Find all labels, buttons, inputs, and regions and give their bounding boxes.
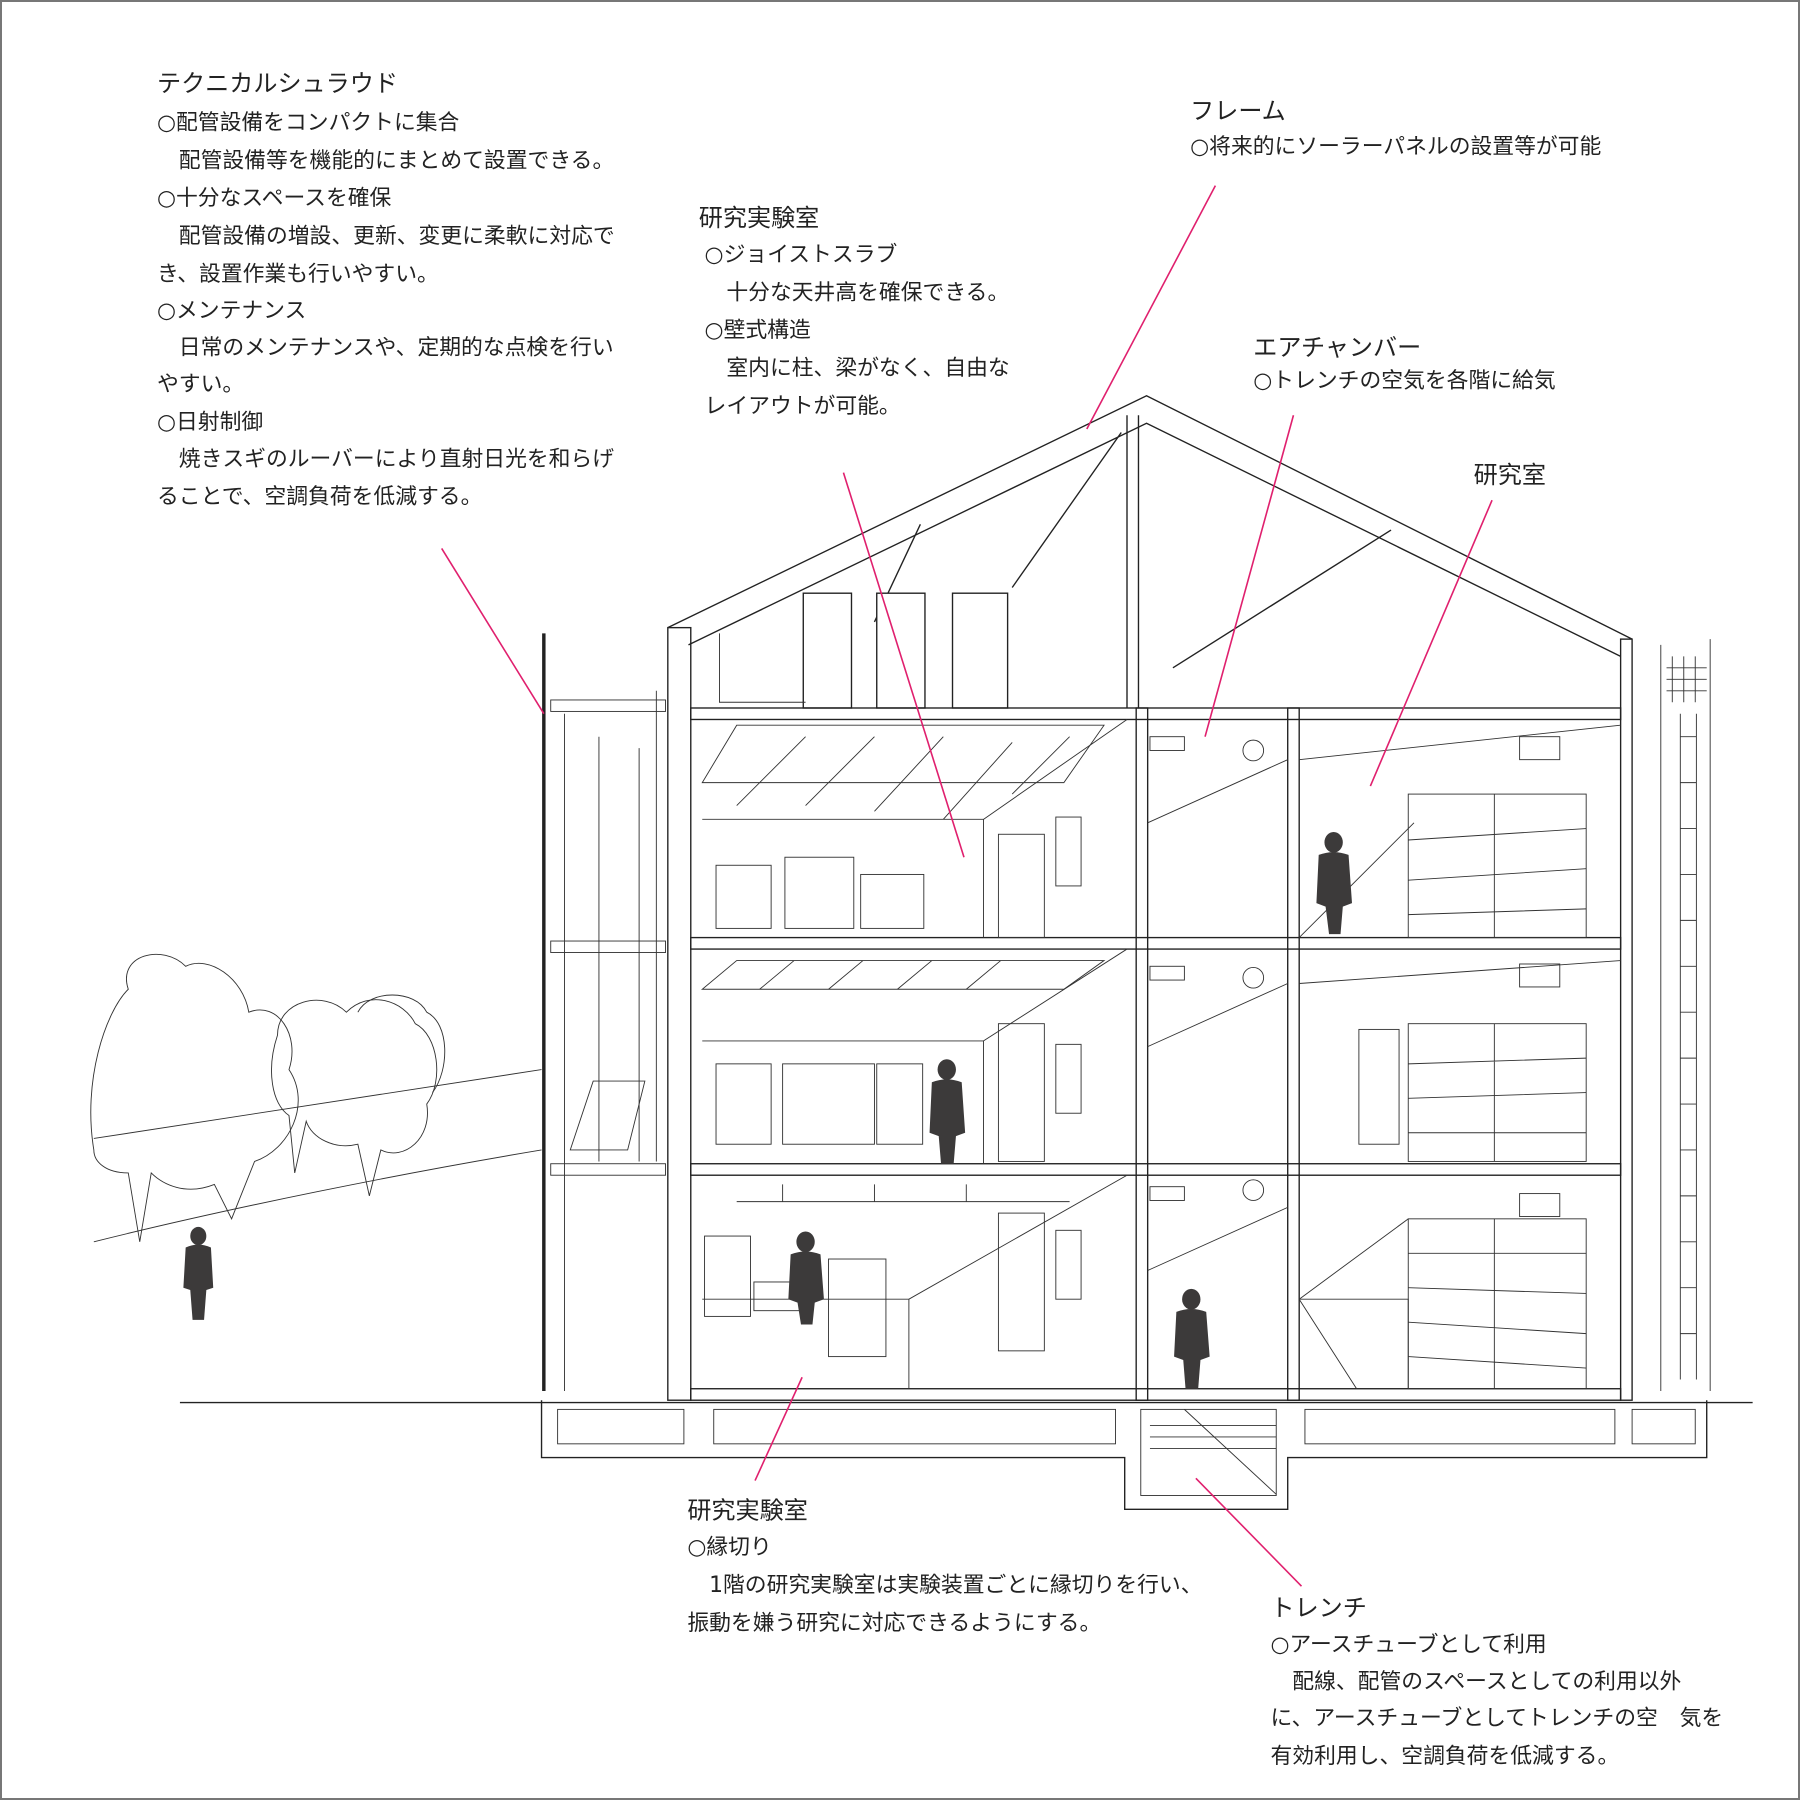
shroud-title: テクニカルシュラウド: [157, 70, 398, 98]
person-lower-lab: [788, 1231, 824, 1325]
text-line: やすい。: [157, 372, 244, 397]
text-line: に、アースチューブとしてトレンチの空 気を: [1270, 1706, 1723, 1731]
lab-upper-title: 研究実験室: [699, 204, 819, 232]
lab-equipment: [704, 856, 925, 1358]
roof-frame: [667, 394, 1633, 709]
text-line: ○将来的にソーラーパネルの設置等が可能: [1190, 135, 1601, 160]
text-line: 振動を嫌う研究に対応できるようにする。: [687, 1611, 1101, 1636]
leader-air-chamber: [1204, 415, 1295, 737]
text-line: 配管設備等を機能的にまとめて設置できる。: [157, 148, 614, 173]
joist-slab: [700, 724, 1106, 1203]
foundation: [540, 1400, 1708, 1510]
leader-lab-upper: [842, 472, 965, 858]
technical-shroud: [542, 633, 666, 1392]
text-line: ○トレンチの空気を各階に給気: [1253, 369, 1555, 394]
leader-lines: [440, 185, 1493, 1587]
text-line: 1階の研究実験室は実験装置ごとに縁切りを行い、: [687, 1573, 1202, 1598]
text-line: ○十分なスペースを確保: [157, 186, 392, 211]
text-line: 配線、配管のスペースとしての利用以外: [1270, 1669, 1681, 1694]
text-line: 十分な天井高を確保できる。: [705, 280, 1010, 305]
text-line: レイアウトが可能。: [705, 394, 901, 419]
frame-title: フレーム: [1190, 97, 1286, 125]
text-line: ○日射制御: [157, 410, 263, 435]
leader-lab-lower: [754, 1376, 803, 1481]
bookshelves: [1299, 793, 1587, 1390]
text-line: ○メンテナンス: [157, 299, 306, 324]
leader-study-room: [1369, 499, 1493, 787]
text-line: ○配管設備をコンパクトに集合: [157, 110, 460, 135]
text-line: 有効利用し、空調負荷を低減する。: [1270, 1744, 1619, 1769]
leader-frame: [1086, 185, 1217, 430]
text-line: き、設置作業も行いやすい。: [157, 262, 439, 287]
annotation-frame: フレーム ○将来的にソーラーパネルの設置等が可能: [1190, 97, 1601, 159]
text-line: 配管設備の増設、更新、変更に柔軟に対応で: [157, 224, 615, 249]
trench-title: トレンチ: [1270, 1594, 1366, 1622]
person-upper-study: [1316, 831, 1352, 935]
annotation-trench: トレンチ ○アースチューブとして利用 配線、配管のスペースとしての利用以外 に、…: [1270, 1594, 1723, 1769]
person-silhouettes: [788, 831, 1352, 1389]
annotation-study-room: 研究室: [1474, 461, 1546, 489]
person-outside: [183, 1226, 214, 1320]
building-structure: [667, 626, 1633, 1401]
air-chamber-title: エアチャンバー: [1253, 334, 1421, 362]
text-line: ○ジョイストスラブ: [705, 242, 898, 267]
text-line: ることで、空調負荷を低減する。: [157, 485, 482, 510]
leader-trench: [1195, 1477, 1303, 1587]
annotation-lab-lower: 研究実験室 ○縁切り 1階の研究実験室は実験装置ごとに縁切りを行い、 振動を嫌う…: [687, 1496, 1202, 1635]
text-line: 日常のメンテナンスや、定期的な点検を行い: [157, 335, 614, 360]
person-air-chamber: [1174, 1288, 1210, 1389]
lab-lower-title: 研究実験室: [687, 1496, 807, 1524]
annotation-lab-upper: 研究実験室 ○ジョイストスラブ 十分な天井高を確保できる。 ○壁式構造 室内に柱…: [699, 204, 1010, 419]
text-line: ○壁式構造: [705, 318, 811, 343]
text-line: 室内に柱、梁がなく、自由な: [705, 356, 1010, 381]
text-line: 焼きスギのルーバーにより直射日光を和らげ: [157, 447, 614, 472]
text-line: ○縁切り: [687, 1535, 771, 1560]
louver-ladder: [1660, 639, 1711, 1392]
annotation-shroud: テクニカルシュラウド ○配管設備をコンパクトに集合 配管設備等を機能的にまとめて…: [157, 70, 615, 510]
trees: [90, 953, 542, 1243]
annotation-air-chamber: エアチャンバー ○トレンチの空気を各階に給気: [1253, 334, 1555, 394]
leader-shroud: [440, 548, 545, 715]
study-room-title: 研究室: [1474, 461, 1546, 489]
air-chamber-ducts: [1149, 736, 1561, 1218]
person-middle-lab: [929, 1059, 966, 1164]
text-line: ○アースチューブとして利用: [1270, 1633, 1546, 1658]
